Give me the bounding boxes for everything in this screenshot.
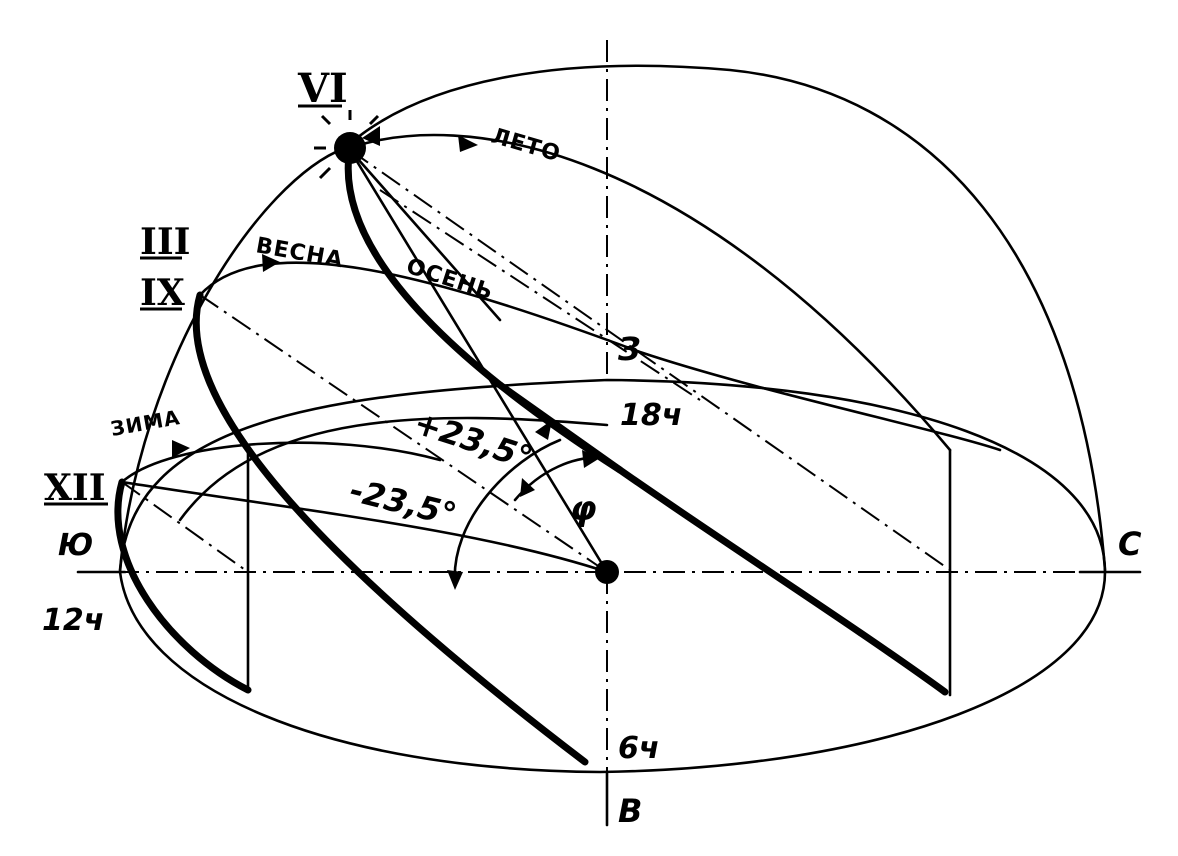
observer-point bbox=[595, 560, 619, 584]
arrow-spring bbox=[262, 254, 280, 272]
arrow-winter bbox=[172, 440, 190, 458]
arrow-minus-angle bbox=[447, 570, 463, 590]
time-label-evening: 18ч bbox=[620, 398, 682, 433]
sun-path-june-upper bbox=[496, 381, 624, 474]
sun-rays-icon bbox=[314, 110, 380, 180]
equinox-inner-arc bbox=[178, 416, 609, 522]
arrow-phi-right bbox=[582, 450, 600, 468]
angle-label-plus: +23,5° bbox=[410, 403, 538, 477]
angle-label-latitude: φ bbox=[570, 489, 597, 529]
winter-arc bbox=[120, 441, 442, 484]
line-equinox-center bbox=[199, 294, 608, 573]
celestial-dome-outline bbox=[118, 64, 1107, 572]
month-label-march: III bbox=[140, 221, 191, 263]
time-label-morning: 6ч bbox=[618, 731, 659, 766]
sun-ray-summer bbox=[348, 148, 502, 322]
sun-icon bbox=[334, 132, 366, 164]
line-december-center bbox=[121, 481, 249, 573]
direction-label-zenith: З bbox=[617, 330, 641, 368]
time-label-noon: 12ч bbox=[42, 603, 104, 638]
direction-label-east: В bbox=[618, 792, 642, 830]
direction-label-south: Ю bbox=[58, 528, 93, 563]
direction-label-north: С bbox=[1118, 525, 1142, 563]
spring-arc bbox=[198, 261, 1002, 452]
arrow-phi-left bbox=[520, 478, 535, 497]
angle-arc-plus bbox=[453, 438, 562, 587]
month-label-december: XII bbox=[44, 467, 106, 509]
arrow-june-arrival bbox=[362, 126, 380, 146]
sun-ray-autumn bbox=[348, 148, 609, 574]
sun-path-equinox bbox=[192, 291, 589, 766]
december-to-center bbox=[120, 480, 609, 574]
arrow-summer bbox=[458, 135, 478, 152]
arrow-plus-angle bbox=[535, 420, 552, 440]
month-label-september: IX bbox=[140, 272, 185, 314]
line-june-center bbox=[349, 149, 951, 571]
line-zenith-a bbox=[379, 189, 701, 401]
season-label-summer: ЛЕТО bbox=[488, 124, 563, 168]
summer-arc bbox=[348, 133, 952, 452]
month-label-june: VI bbox=[297, 65, 348, 112]
sun-path-december bbox=[114, 478, 252, 694]
